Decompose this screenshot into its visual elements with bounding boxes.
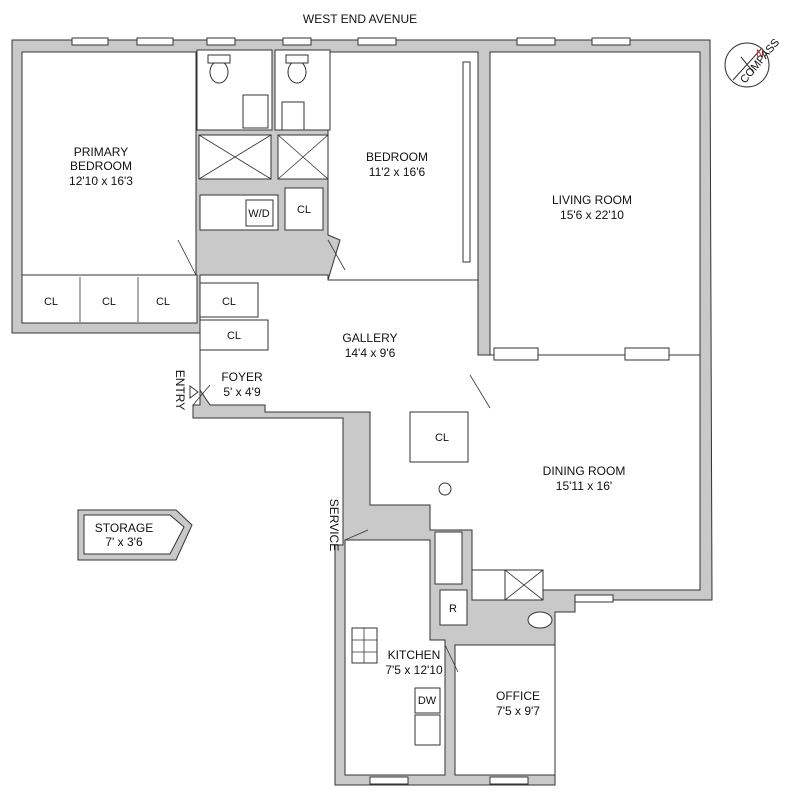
compass-north: N: [756, 48, 764, 60]
radiator: [624, 347, 670, 361]
closet-label: CL: [156, 296, 170, 308]
windows: [71, 37, 670, 785]
toilet-icon: [527, 611, 553, 629]
room-labels: PRIMARY BEDROOM 12'10 x 16'3 BEDROOM 11'…: [69, 145, 632, 718]
foyer-name: FOYER: [221, 370, 263, 384]
closet-gallery-2: [199, 319, 269, 351]
primary-bedroom-name-2: BEDROOM: [70, 159, 132, 173]
living-room-name: LIVING ROOM: [552, 193, 632, 207]
washer-dryer-label: W/D: [248, 208, 269, 220]
window: [71, 37, 109, 46]
entry-label: ENTRY: [173, 370, 187, 410]
sink-icon: [242, 94, 269, 129]
window: [516, 37, 556, 46]
closet-label: CL: [227, 330, 241, 342]
closet-label: CL: [435, 432, 449, 444]
sink-icon: [281, 101, 305, 131]
window: [206, 37, 236, 46]
bedroom-name: BEDROOM: [366, 150, 428, 164]
stove-icon: [351, 627, 378, 664]
water-heater-icon: [438, 482, 452, 496]
radiator: [493, 347, 539, 361]
window: [136, 37, 174, 46]
kitchen-dims: 7'5 x 12'10: [385, 663, 443, 677]
window: [591, 37, 631, 46]
dishwasher: [414, 687, 441, 714]
office-name: OFFICE: [496, 689, 540, 703]
office-dims: 7'5 x 9'7: [496, 704, 540, 718]
window: [282, 37, 312, 46]
primary-bedroom-dims: 12'10 x 16'3: [69, 174, 133, 188]
bedroom-dims: 11'2 x 16'6: [369, 165, 426, 179]
washer-dryer: [245, 199, 274, 227]
kitchen-fixtures: R DW: [351, 531, 468, 746]
closet-label: CL: [102, 296, 116, 308]
living-room-dims: 15'6 x 22'10: [560, 208, 624, 222]
kitchen-sink-icon: [434, 531, 463, 585]
closet-dining: [409, 411, 469, 463]
street-label: WEST END AVENUE: [303, 12, 417, 26]
doors: [177, 239, 491, 673]
window: [369, 776, 409, 785]
toilet-icon: [209, 60, 229, 84]
sink-icon: [414, 714, 441, 746]
toilet-icon: [287, 60, 307, 84]
storage-dims: 7' x 3'6: [105, 535, 143, 549]
entry-arrow-icon: [189, 385, 199, 399]
window: [489, 776, 529, 785]
gallery-dims: 14'4 x 9'6: [345, 346, 396, 360]
primary-closet-row: CL CL CL: [44, 277, 170, 322]
gallery-name: GALLERY: [342, 331, 397, 345]
service-label: SERVICE: [327, 499, 341, 551]
dining-room-name: DINING ROOM: [543, 464, 626, 478]
dining-room-dims: 15'11 x 16': [556, 479, 612, 493]
office-bath: [471, 569, 553, 629]
closet-label: CL: [44, 296, 58, 308]
closet-label: CL: [297, 204, 311, 216]
sink-icon: [471, 569, 506, 601]
window: [462, 61, 471, 263]
entry-marker: ENTRY: [173, 370, 199, 410]
window: [574, 594, 614, 603]
storage-name: STORAGE: [95, 521, 153, 535]
room-interiors: [21, 51, 701, 776]
toilet-tank: [285, 54, 309, 64]
toilet-tank: [207, 54, 231, 64]
refrigerator: [439, 589, 468, 626]
bathroom-core: W/D CL: [196, 49, 331, 231]
closet-gallery-1: [199, 282, 259, 318]
compass-icon: N COMPASS: [724, 37, 782, 88]
closet-bath: [284, 187, 324, 231]
gallery-closets: CL CL CL: [199, 282, 469, 496]
foyer-dims: 5' x 4'9: [223, 385, 261, 399]
primary-bedroom-name-1: PRIMARY: [74, 145, 128, 159]
primary-closets: [21, 274, 198, 324]
window: [357, 37, 397, 46]
kitchen-name: KITCHEN: [388, 648, 441, 662]
dishwasher-label: DW: [418, 695, 437, 707]
refrigerator-label: R: [449, 603, 457, 615]
closet-label: CL: [222, 296, 236, 308]
